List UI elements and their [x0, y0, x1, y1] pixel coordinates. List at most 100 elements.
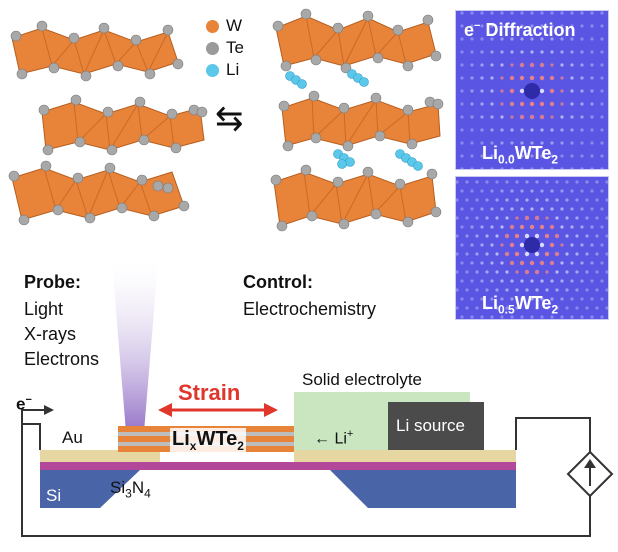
diffraction-title: e− Diffraction — [464, 20, 576, 40]
diffraction-spot — [470, 89, 474, 93]
diffraction-spot — [585, 198, 589, 202]
diffraction-spot — [524, 269, 530, 275]
diffraction-spot — [549, 75, 555, 81]
diffraction-spot — [500, 225, 504, 229]
diffraction-spot — [529, 224, 535, 230]
diffraction-spot — [549, 101, 555, 107]
diffraction-spot — [460, 207, 464, 211]
diffraction-spot — [470, 50, 474, 54]
diffraction-spot — [500, 167, 504, 169]
diffraction-spot — [554, 251, 560, 257]
diffraction-spot — [600, 76, 604, 80]
diffraction-spot — [605, 306, 608, 310]
diffraction-spot — [504, 251, 510, 257]
diffraction-spot — [460, 154, 464, 158]
diffraction-spot — [480, 141, 484, 145]
diffraction-spot — [500, 76, 504, 80]
diffraction-spot — [460, 141, 464, 145]
diffraction-spot — [600, 154, 604, 158]
strain-label: Strain — [178, 380, 241, 405]
diffraction-spot — [600, 24, 604, 28]
diffraction-spot — [470, 243, 474, 247]
diffraction-spot — [520, 279, 524, 283]
diffraction-spot — [570, 102, 574, 106]
diffraction-spot — [500, 279, 504, 283]
layer-bot-left — [11, 167, 185, 221]
diffraction-spot — [550, 141, 554, 145]
diffraction-spot — [530, 128, 534, 132]
diffraction-spot — [605, 288, 608, 292]
diffraction-spot — [510, 11, 514, 15]
probe-item-light: Light — [24, 299, 64, 319]
left-arrow-icon: ← — [314, 430, 330, 448]
diffraction-spot — [475, 288, 479, 292]
diffraction-spot — [560, 102, 564, 106]
diffraction-spot — [570, 128, 574, 132]
diffraction-spot — [500, 189, 504, 193]
reversible-arrows-icon: ⇆ — [215, 100, 244, 138]
diffraction-spot — [534, 269, 540, 275]
te-atoms-left — [8, 20, 208, 226]
diffraction-spot — [590, 128, 594, 132]
diffraction-spot — [565, 252, 569, 256]
diffraction-spot — [520, 141, 524, 145]
diffraction-spot — [560, 141, 564, 145]
diffraction-spot — [580, 261, 584, 265]
diffraction-spot — [470, 207, 474, 211]
sin-layer — [40, 462, 516, 470]
diffraction-spot — [560, 167, 564, 169]
diffraction-spot — [550, 279, 554, 283]
diffraction-spot — [500, 24, 504, 28]
diffraction-spot — [480, 102, 484, 106]
diffraction-spot — [495, 306, 499, 310]
diffraction-spot — [524, 233, 530, 239]
diffraction-spot — [456, 216, 459, 220]
diffraction-spot — [500, 243, 504, 247]
diffraction-spot — [530, 154, 534, 158]
diffraction-spot — [580, 89, 584, 93]
diffraction-spot — [590, 261, 594, 265]
diffraction-spot — [560, 225, 564, 229]
diffraction-spot — [600, 141, 604, 145]
diffraction-spot — [600, 128, 604, 132]
w-atom-icon — [206, 19, 219, 33]
diffraction-spot — [570, 115, 574, 119]
diffraction-spot — [565, 216, 569, 220]
diffraction-spot — [545, 198, 549, 202]
diffraction-spot — [480, 128, 484, 132]
diffraction-spot — [540, 50, 544, 54]
diffraction-spot — [490, 154, 494, 158]
diffraction-spot — [534, 251, 540, 257]
diffraction-spot — [560, 37, 564, 41]
diffraction-spot — [590, 154, 594, 158]
diffraction-spot — [510, 50, 514, 54]
probe-item-electrons: Electrons — [24, 349, 100, 369]
diffraction-spot — [580, 102, 584, 106]
diffraction-spot — [475, 252, 479, 256]
diffraction-spot — [570, 141, 574, 145]
diffraction-spot — [554, 233, 560, 239]
li-atom-icon — [206, 63, 219, 77]
diffraction-spot — [460, 102, 464, 106]
diffraction-spot — [535, 306, 539, 310]
diffraction-spot — [540, 297, 544, 301]
diffraction-spot — [470, 128, 474, 132]
diffraction-spot — [530, 167, 534, 169]
diffraction-spot — [520, 50, 524, 54]
diffraction-spot — [540, 37, 544, 41]
diffraction-spot — [580, 297, 584, 301]
si-substrate-left — [40, 470, 140, 508]
diffraction-spot — [600, 297, 604, 301]
diffraction-spot — [460, 225, 464, 229]
diffraction-spot — [545, 270, 549, 274]
diffraction-spot — [580, 24, 584, 28]
legend-item-li: Li — [206, 60, 239, 80]
diffraction-spot — [470, 37, 474, 41]
diffraction-spot — [560, 63, 564, 67]
diffraction-spot — [600, 207, 604, 211]
diffraction-spot — [580, 315, 584, 319]
diffraction-spot — [595, 198, 599, 202]
diffraction-spot — [470, 297, 474, 301]
diffraction-spot — [524, 251, 530, 257]
te-atoms-right — [270, 8, 444, 232]
